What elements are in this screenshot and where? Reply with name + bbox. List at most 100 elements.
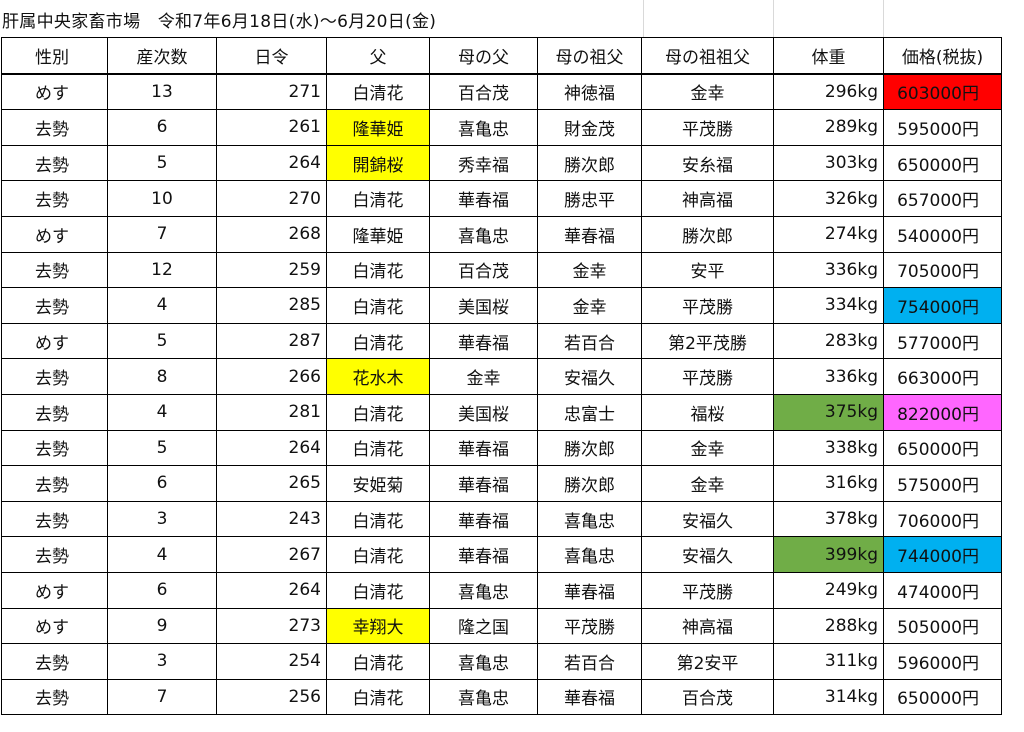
cell-parity[interactable]: 7 xyxy=(107,678,217,716)
cell-age-days[interactable]: 243 xyxy=(216,500,327,538)
cell-dam-grandsire[interactable]: 神徳福 xyxy=(537,73,642,111)
cell-sex[interactable]: 去勢 xyxy=(1,109,108,146)
header-weight[interactable]: 体重 xyxy=(773,36,884,75)
cell-age-days[interactable]: 264 xyxy=(216,429,327,467)
cell-dam-great-grandsire[interactable]: 平茂勝 xyxy=(641,109,774,146)
cell-parity[interactable]: 6 xyxy=(107,109,217,146)
cell-weight[interactable]: 378kg xyxy=(773,500,884,538)
header-dam-great-grandsire[interactable]: 母の祖祖父 xyxy=(641,36,774,75)
cell-dam-great-grandsire[interactable]: 平茂勝 xyxy=(641,287,774,324)
cell-dam-great-grandsire[interactable]: 平茂勝 xyxy=(641,358,774,395)
cell-dam-grandsire[interactable]: 忠富士 xyxy=(537,393,642,431)
cell-price[interactable]: 744000円 xyxy=(883,536,1002,573)
cell-sire[interactable]: 白清花 xyxy=(326,500,430,538)
cell-dam-sire[interactable]: 金幸 xyxy=(429,358,538,395)
cell-sex[interactable]: 去勢 xyxy=(1,180,108,217)
cell-dam-sire[interactable]: 百合茂 xyxy=(429,251,538,289)
cell-parity[interactable]: 5 xyxy=(107,144,217,182)
cell-weight[interactable]: 336kg xyxy=(773,358,884,395)
cell-sire[interactable]: 隆華姫 xyxy=(326,109,430,146)
cell-dam-great-grandsire[interactable]: 安福久 xyxy=(641,500,774,538)
cell-dam-great-grandsire[interactable]: 神高福 xyxy=(641,180,774,217)
cell-sire[interactable]: 白清花 xyxy=(326,571,430,609)
cell-sire[interactable]: 白清花 xyxy=(326,287,430,324)
cell-weight[interactable]: 289kg xyxy=(773,109,884,146)
cell-sex[interactable]: 去勢 xyxy=(1,429,108,467)
cell-price[interactable]: 575000円 xyxy=(883,465,1002,502)
cell-parity[interactable]: 10 xyxy=(107,180,217,217)
cell-dam-great-grandsire[interactable]: 福桜 xyxy=(641,393,774,431)
cell-dam-sire[interactable]: 華春福 xyxy=(429,500,538,538)
cell-sire[interactable]: 安姫菊 xyxy=(326,465,430,502)
cell-age-days[interactable]: 266 xyxy=(216,358,327,395)
cell-price[interactable]: 505000円 xyxy=(883,607,1002,645)
cell-sex[interactable]: めす xyxy=(1,322,108,360)
cell-dam-grandsire[interactable]: 喜亀忠 xyxy=(537,500,642,538)
cell-sire[interactable]: 白清花 xyxy=(326,322,430,360)
cell-parity[interactable]: 5 xyxy=(107,429,217,467)
cell-dam-grandsire[interactable]: 勝次郎 xyxy=(537,144,642,182)
cell-age-days[interactable]: 273 xyxy=(216,607,327,645)
cell-weight[interactable]: 316kg xyxy=(773,465,884,502)
cell-weight[interactable]: 314kg xyxy=(773,678,884,716)
cell-age-days[interactable]: 287 xyxy=(216,322,327,360)
cell-dam-grandsire[interactable]: 金幸 xyxy=(537,251,642,289)
cell-dam-grandsire[interactable]: 喜亀忠 xyxy=(537,536,642,573)
cell-parity[interactable]: 6 xyxy=(107,571,217,609)
cell-dam-grandsire[interactable]: 金幸 xyxy=(537,287,642,324)
cell-parity[interactable]: 5 xyxy=(107,322,217,360)
cell-weight[interactable]: 296kg xyxy=(773,73,884,111)
cell-dam-grandsire[interactable]: 平茂勝 xyxy=(537,607,642,645)
cell-weight[interactable]: 274kg xyxy=(773,215,884,253)
cell-dam-grandsire[interactable]: 勝忠平 xyxy=(537,180,642,217)
cell-parity[interactable]: 13 xyxy=(107,73,217,111)
cell-weight[interactable]: 311kg xyxy=(773,643,884,680)
cell-dam-sire[interactable]: 華春福 xyxy=(429,429,538,467)
header-parity[interactable]: 産次数 xyxy=(107,36,217,75)
cell-dam-great-grandsire[interactable]: 勝次郎 xyxy=(641,215,774,253)
cell-dam-great-grandsire[interactable]: 百合茂 xyxy=(641,678,774,716)
cell-sire[interactable]: 白清花 xyxy=(326,678,430,716)
cell-dam-grandsire[interactable]: 華春福 xyxy=(537,215,642,253)
cell-parity[interactable]: 7 xyxy=(107,215,217,253)
cell-weight[interactable]: 399kg xyxy=(773,536,884,573)
cell-dam-grandsire[interactable]: 若百合 xyxy=(537,322,642,360)
cell-parity[interactable]: 4 xyxy=(107,393,217,431)
cell-dam-grandsire[interactable]: 華春福 xyxy=(537,571,642,609)
cell-age-days[interactable]: 265 xyxy=(216,465,327,502)
cell-sire[interactable]: 白清花 xyxy=(326,536,430,573)
cell-sire[interactable]: 白清花 xyxy=(326,251,430,289)
cell-dam-sire[interactable]: 華春福 xyxy=(429,180,538,217)
cell-age-days[interactable]: 259 xyxy=(216,251,327,289)
cell-dam-sire[interactable]: 喜亀忠 xyxy=(429,109,538,146)
cell-dam-great-grandsire[interactable]: 第2安平 xyxy=(641,643,774,680)
cell-sire[interactable]: 幸翔大 xyxy=(326,607,430,645)
cell-dam-great-grandsire[interactable]: 金幸 xyxy=(641,465,774,502)
cell-parity[interactable]: 4 xyxy=(107,287,217,324)
cell-sex[interactable]: 去勢 xyxy=(1,144,108,182)
cell-price[interactable]: 595000円 xyxy=(883,109,1002,146)
cell-sire[interactable]: 隆華姫 xyxy=(326,215,430,253)
cell-sex[interactable]: 去勢 xyxy=(1,643,108,680)
header-price[interactable]: 価格(税抜) xyxy=(883,36,1002,75)
cell-sex[interactable]: めす xyxy=(1,215,108,253)
cell-dam-great-grandsire[interactable]: 安平 xyxy=(641,251,774,289)
cell-sex[interactable]: 去勢 xyxy=(1,393,108,431)
header-sex[interactable]: 性別 xyxy=(1,36,108,75)
cell-age-days[interactable]: 264 xyxy=(216,571,327,609)
cell-sire[interactable]: 花水木 xyxy=(326,358,430,395)
cell-price[interactable]: 474000円 xyxy=(883,571,1002,609)
cell-dam-grandsire[interactable]: 勝次郎 xyxy=(537,429,642,467)
cell-weight[interactable]: 303kg xyxy=(773,144,884,182)
cell-price[interactable]: 657000円 xyxy=(883,180,1002,217)
cell-dam-great-grandsire[interactable]: 安糸福 xyxy=(641,144,774,182)
cell-parity[interactable]: 12 xyxy=(107,251,217,289)
header-dam-grandsire[interactable]: 母の祖父 xyxy=(537,36,642,75)
cell-dam-great-grandsire[interactable]: 安福久 xyxy=(641,536,774,573)
cell-price[interactable]: 577000円 xyxy=(883,322,1002,360)
cell-parity[interactable]: 3 xyxy=(107,500,217,538)
cell-sex[interactable]: 去勢 xyxy=(1,500,108,538)
cell-weight[interactable]: 336kg xyxy=(773,251,884,289)
cell-weight[interactable]: 338kg xyxy=(773,429,884,467)
cell-sex[interactable]: めす xyxy=(1,571,108,609)
